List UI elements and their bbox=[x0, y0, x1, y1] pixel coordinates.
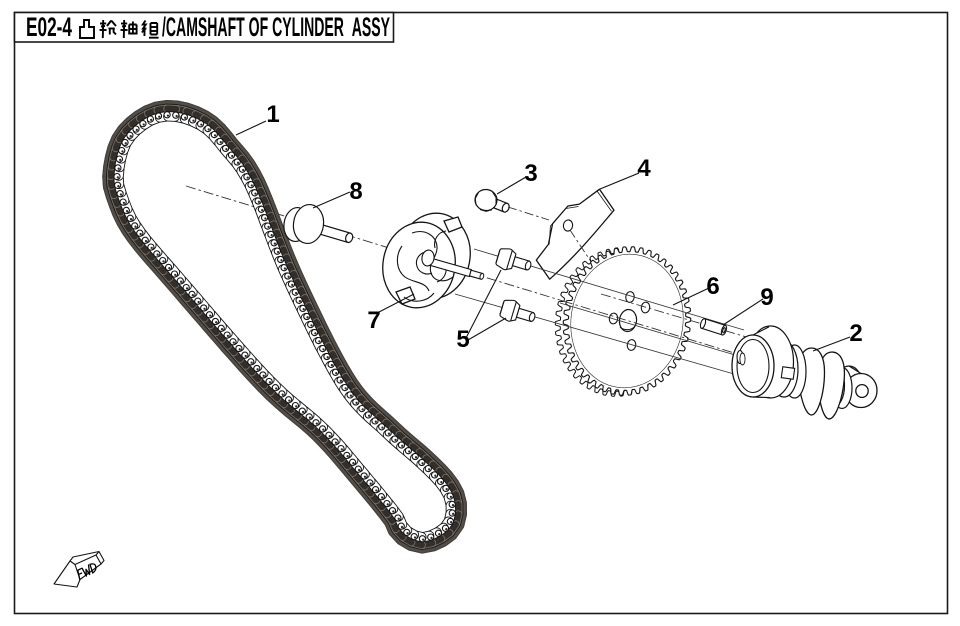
svg-text:7: 7 bbox=[367, 307, 380, 334]
svg-text:2: 2 bbox=[849, 320, 862, 347]
svg-text:4: 4 bbox=[637, 155, 651, 182]
svg-text:3: 3 bbox=[524, 160, 537, 187]
svg-text:1: 1 bbox=[266, 101, 279, 128]
svg-text:5: 5 bbox=[456, 326, 469, 353]
svg-text:6: 6 bbox=[706, 273, 719, 300]
svg-text:/CAMSHAFT OF CYLINDER ASSY: /CAMSHAFT OF CYLINDER ASSY bbox=[162, 12, 390, 42]
svg-text:9: 9 bbox=[760, 284, 773, 311]
svg-text:8: 8 bbox=[349, 178, 362, 205]
svg-text:E02-4: E02-4 bbox=[26, 12, 72, 42]
